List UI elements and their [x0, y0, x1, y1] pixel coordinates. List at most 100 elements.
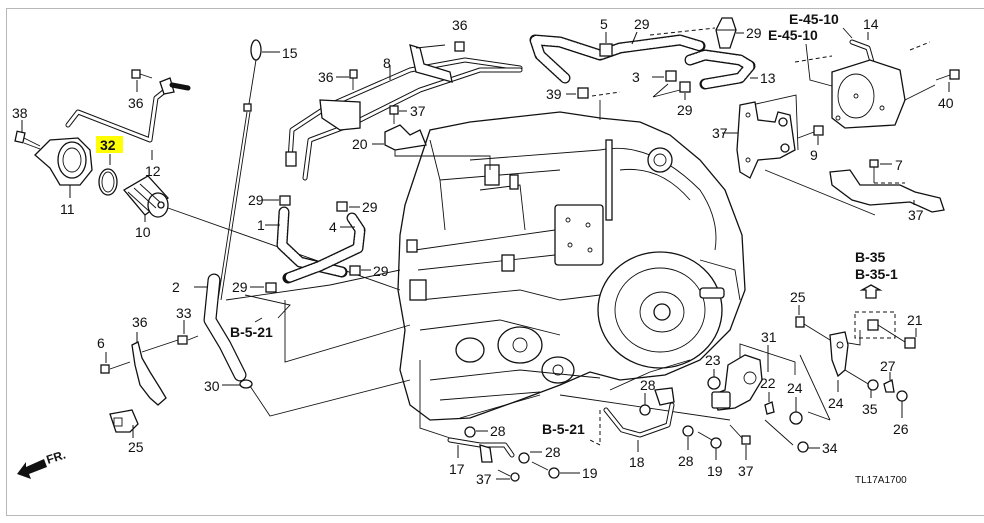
part-7-bracket: [131, 341, 167, 406]
callout-29c: 29: [373, 263, 389, 279]
callout-13: 14: [863, 16, 879, 32]
callout-18: 18: [629, 454, 645, 470]
part-29-clamp-h: [577, 87, 589, 99]
part-5-clip: [715, 17, 737, 49]
part-28-washer-c: [464, 426, 476, 438]
ref-e-45-10-b: E-45-10: [768, 27, 818, 43]
callout-36c: 36: [452, 17, 468, 33]
part-37-bolt-c: [177, 335, 199, 345]
callout-5: 29: [746, 25, 762, 41]
part-17-pipe: [447, 437, 515, 463]
callout-22: 24: [787, 380, 803, 396]
arrow-up-icon: [859, 284, 883, 299]
part-10-filter: [123, 175, 169, 218]
part-8-pipes: [285, 44, 523, 181]
part-36-bolt-c: [349, 69, 358, 90]
callout-37d: 37: [476, 471, 492, 487]
part-29-clamp-f: [665, 70, 677, 82]
callout-38: 38: [12, 105, 28, 121]
part-35-nut: [867, 379, 879, 391]
part-18-pipe: [603, 387, 675, 438]
part-28-washer-a: [639, 404, 651, 416]
part-23-washer: [764, 401, 775, 415]
part-13-cooler: [831, 59, 906, 129]
callout-8: 8: [383, 55, 391, 71]
callout-24: 24: [828, 395, 844, 411]
part-4-hose: [282, 212, 366, 284]
callout-31: 23: [705, 352, 721, 368]
part-36-bolt-d: [100, 361, 131, 374]
callout-36b: 36: [318, 69, 334, 85]
ref-b-5-21-bottom: B-5-21: [542, 421, 585, 437]
callout-23: 22: [760, 375, 776, 391]
part-37-bolt-e: [729, 424, 751, 445]
transmission-case: [397, 111, 746, 421]
part-2-hose: [529, 34, 706, 84]
callout-29e: 5: [600, 16, 608, 32]
part-36-bolt-a: [131, 69, 153, 79]
callout-29h: 39: [546, 86, 562, 102]
part-33-seal: [239, 379, 253, 389]
highlight-32: [96, 136, 123, 153]
callout-17: 17: [449, 461, 465, 477]
callout-32: 32: [100, 137, 116, 153]
part-22-nut: [789, 411, 803, 425]
part-29-clamp-a: [279, 195, 291, 206]
callout-37a: 37: [410, 103, 426, 119]
part-30-bolt: [795, 316, 805, 328]
callout-1: 1: [257, 217, 265, 233]
ref-b-35: B-35: [855, 249, 886, 265]
part-39-bolt: [935, 69, 960, 81]
callout-20: 20: [352, 136, 368, 152]
callout-33: 30: [204, 378, 220, 394]
callout-29f: 3: [632, 69, 640, 85]
diagram-frame: [6, 8, 984, 516]
part-15-dipstick: [217, 39, 262, 301]
callout-34: 34: [822, 440, 838, 456]
part-34-bolt: [764, 419, 809, 453]
ref-e-45-10-a: E-45-10: [789, 11, 839, 27]
callout-29d: 29: [232, 279, 248, 295]
reference-box: [854, 311, 896, 339]
callout-40: 9: [810, 147, 818, 163]
callout-16: 2: [172, 279, 180, 295]
callout-15: 15: [282, 45, 298, 61]
callout-25: 21: [907, 312, 923, 328]
part-16-dipstick-tube: [203, 273, 247, 382]
front-label: FR.: [45, 448, 68, 467]
part-24-bracket: [829, 331, 849, 378]
callout-39: 40: [938, 95, 954, 111]
arrow-left-icon: [17, 459, 47, 479]
callout-21: 31: [761, 329, 777, 345]
ref-b-5-21-left: B-5-21: [230, 324, 273, 340]
part-14-bracket: [736, 101, 796, 179]
callout-37e: 37: [738, 463, 754, 479]
callout-28a: 28: [640, 377, 656, 393]
part-19-bolt-a: [531, 461, 560, 479]
part-12-pipe: [65, 77, 191, 143]
part-28-washer-b: [682, 425, 694, 437]
callout-35: 35: [862, 401, 878, 417]
callout-28d: 28: [545, 444, 561, 460]
callout-6: 25: [128, 439, 144, 455]
callout-26: 26: [893, 421, 909, 437]
callout-2: 29: [634, 16, 650, 32]
part-25-clip: [904, 337, 916, 349]
part-40-bolt: [797, 125, 824, 139]
callout-4: 4: [329, 219, 337, 235]
callout-3: 13: [760, 70, 776, 86]
part-37-bolt-d: [497, 469, 520, 482]
callout-30: 25: [790, 289, 806, 305]
part-19-bolt-b: [697, 431, 722, 449]
callout-29a: 29: [248, 192, 264, 208]
part-28-washer-d: [518, 452, 530, 464]
callout-37b: 7: [895, 157, 903, 173]
callout-9: 37: [908, 207, 924, 223]
part-29-clamp-g: [679, 81, 691, 93]
callout-12: 12: [145, 163, 161, 179]
part-6-connector: [109, 409, 139, 433]
ref-b-35-1: B-35-1: [855, 266, 898, 282]
callout-36a: 36: [128, 95, 144, 111]
part-37-bolt-b: [869, 159, 879, 183]
